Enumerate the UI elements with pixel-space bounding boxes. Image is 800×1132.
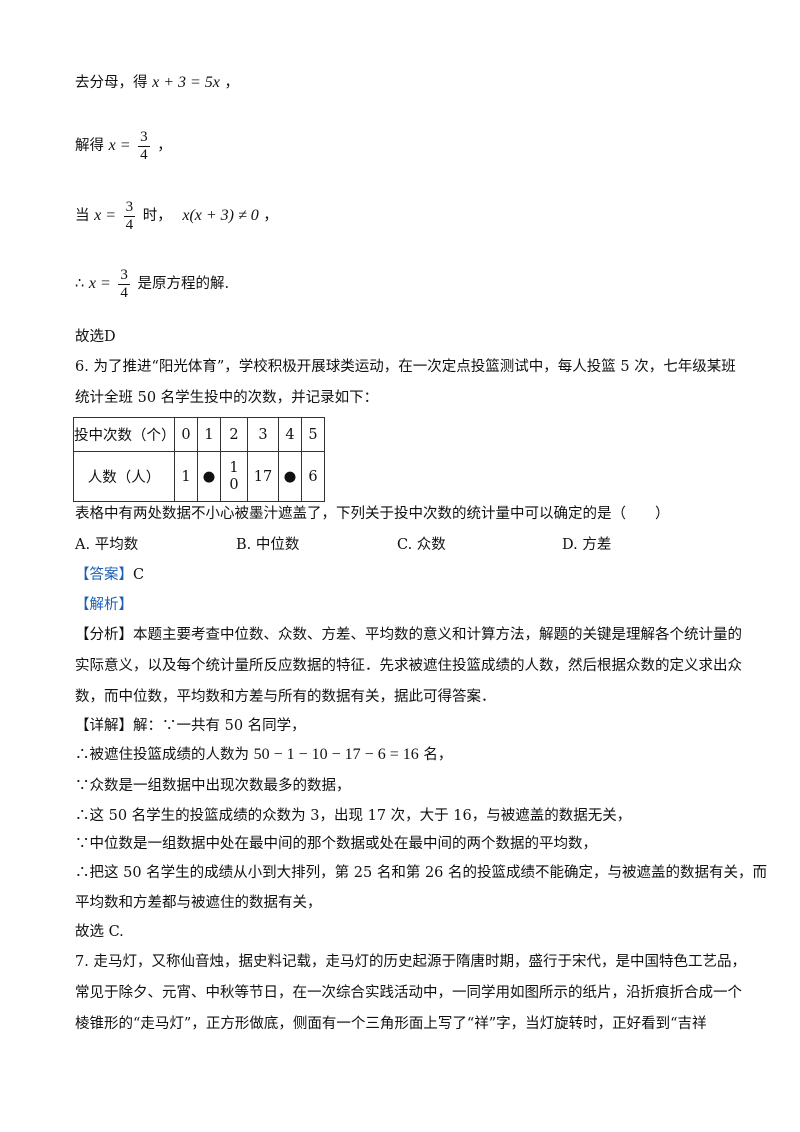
detail-line-6: ∴把这 50 名学生的成绩从小到大排列，第 25 名和第 26 名的投篮成绩不能…: [75, 865, 768, 881]
table-cell: 4: [278, 417, 302, 452]
detail-line-4: ∴这 50 名学生的投篮成绩的众数为 3，出现 17 次，大于 16，与被遮盖的…: [75, 808, 632, 824]
question-7-line-1: 7. 走马灯，又称仙音烛，据史料记载，走马灯的历史起源于隋唐时期，盛行于宋代，是…: [75, 954, 746, 970]
question-6-prompt: 表格中有两处数据不小心被墨汁遮盖了，下列关于投中次数的统计量中可以确定的是（ ）: [75, 506, 670, 522]
punctuation: ，: [224, 75, 240, 91]
answer-tag: 【答案】: [75, 567, 133, 583]
denominator: 4: [120, 284, 128, 301]
step-label: 去分母，得: [75, 75, 148, 91]
detail-text: ∴被遮住投篮成绩的人数为: [75, 747, 249, 763]
table-cell: 3: [247, 417, 279, 452]
conclusion-text: 是原方程的解.: [137, 276, 230, 292]
analysis-line-2: 实际意义，以及每个统计量所反应数据的特征．先求被遮住投篮成绩的人数，然后根据众数…: [75, 658, 742, 674]
detail-line-7: 平均数和方差都与被遮住的数据有关，: [75, 895, 322, 911]
shots-table: 投中次数（个） 0 1 2 3 4 5 人数（人） 1 ● 10 17 ● 6: [73, 417, 325, 502]
step-label: 当: [75, 208, 90, 224]
analysis-heading: 【解析】: [75, 595, 133, 615]
table-row-shots: 投中次数（个） 0 1 2 3 4 5: [73, 417, 325, 452]
question-7-line-2: 常见于除夕、元宵、中秋等节日，在一次综合实践活动中，一同学用如图所示的纸片，沿折…: [75, 985, 742, 1001]
solution-step-clear-denominator: 去分母，得 x + 3 = 5x ，: [75, 73, 239, 93]
solution-step-check: 当 x = 3 4 时， x(x + 3) ≠ 0 ，: [75, 198, 278, 234]
choice-q5: 故选D: [75, 329, 116, 345]
variable-eq: x =: [108, 137, 131, 154]
computation: 50 − 1 − 10 − 17 − 6 = 16: [253, 746, 419, 763]
numerator: 3: [123, 198, 136, 217]
table-cell: 0: [174, 417, 198, 452]
detail-line-1: 【详解】解：∵一共有 50 名同学，: [75, 718, 306, 734]
question-7-line-3: 棱锥形的“走马灯”，正方形做底，侧面有一个三角形面上写了“祥”字，当灯旋转时，正…: [75, 1016, 707, 1032]
detail-text: 名，: [423, 747, 453, 763]
table-cell: 17: [247, 451, 279, 502]
detail-line-3: ∵众数是一组数据中出现次数最多的数据，: [75, 778, 351, 794]
analysis-tag: 【解析】: [75, 597, 133, 613]
option-b: B. 中位数: [236, 537, 300, 553]
analysis-line-1: 【分析】本题主要考查中位数、众数、方差、平均数的意义和计算方法，解题的关键是理解…: [75, 627, 742, 643]
table-cell: 5: [301, 417, 325, 452]
check-expression: x(x + 3) ≠ 0: [182, 207, 259, 224]
detail-line-5: ∵中位数是一组数据中处在最中间的那个数据或处在最中间的两个数据的平均数，: [75, 836, 597, 852]
table-row-people: 人数（人） 1 ● 10 17 ● 6: [73, 451, 325, 502]
solution-step-conclusion: ∴ x = 3 4 是原方程的解.: [75, 266, 229, 302]
therefore-symbol: ∴: [75, 276, 85, 292]
table-cell: 6: [301, 451, 325, 502]
solution-step-solve: 解得 x = 3 4 ，: [75, 128, 172, 164]
table-cell: 2: [220, 417, 248, 452]
denominator: 4: [140, 146, 148, 163]
question-6-stem-line-1: 6. 为了推进“阳光体育”，学校积极开展球类运动，在一次定点投篮测试中，每人投篮…: [75, 359, 736, 375]
row-header-people: 人数（人）: [73, 451, 175, 502]
table-cell: 1: [197, 417, 221, 452]
fraction-three-quarters: 3 4: [138, 129, 150, 164]
denominator: 4: [125, 216, 134, 233]
detail-line-2: ∴被遮住投篮成绩的人数为 50 − 1 − 10 − 17 − 6 = 16 名…: [75, 745, 452, 765]
equation: x + 3 = 5x: [152, 74, 220, 91]
question-6-stem-line-2: 统计全班 50 名学生投中的次数，并记录如下：: [75, 390, 379, 406]
numerator: 3: [138, 128, 150, 147]
fraction-three-quarters: 3 4: [123, 198, 136, 234]
option-c: C. 众数: [397, 537, 446, 553]
table-cell: 1: [174, 451, 198, 502]
step-label: 解得: [75, 138, 104, 154]
answer-value: C: [133, 567, 145, 583]
answer-line: 【答案】C: [75, 565, 144, 585]
table-cell: 10: [220, 451, 248, 502]
choice-q6: 故选 C.: [75, 924, 124, 940]
table-cell-ink-covered: ●: [278, 451, 302, 502]
table-cell-ink-covered: ●: [197, 451, 221, 502]
option-a: A. 平均数: [75, 537, 139, 553]
variable-eq: x =: [88, 275, 111, 292]
punctuation: ，: [263, 208, 278, 224]
punctuation: ，: [157, 138, 172, 154]
row-header-shots: 投中次数（个）: [73, 417, 176, 452]
fraction-three-quarters: 3 4: [118, 267, 130, 302]
option-d: D. 方差: [562, 537, 612, 553]
numerator: 3: [118, 266, 130, 285]
analysis-line-3: 数，而中位数，平均数和方差与所有的数据有关，据此可得答案．: [75, 689, 496, 705]
step-mid: 时，: [142, 208, 172, 224]
variable-eq: x =: [94, 207, 117, 224]
